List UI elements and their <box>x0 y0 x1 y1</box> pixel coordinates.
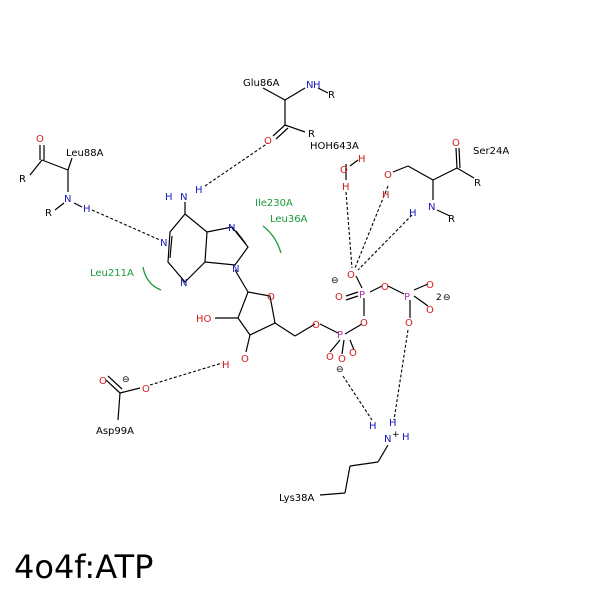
leu88-n: N <box>64 194 71 205</box>
adenine-n1: N <box>160 238 167 249</box>
alpha-o-right: O <box>349 348 357 359</box>
residue-bonds <box>29 87 475 496</box>
asp99-o-minus: O <box>142 384 150 395</box>
asp99-minus-charge: ⊖ <box>122 375 130 385</box>
hoh-o: O <box>340 165 348 176</box>
hoh-h-bottom: H <box>342 182 350 193</box>
lys38-plus-charge: + <box>392 430 400 440</box>
ser24-r-c: R <box>474 178 481 189</box>
alpha-beta-bridge-o: O <box>360 318 368 329</box>
leu88-o: O <box>36 134 44 145</box>
hoh643-label: HOH643A <box>310 141 359 152</box>
gamma-phosphorus: P <box>404 292 410 303</box>
imidazole-n9: N <box>232 264 239 275</box>
hydrogen-bonds <box>91 142 413 421</box>
imidazole-n7: N <box>228 223 235 234</box>
ser24-o: O <box>452 138 460 149</box>
structure-caption: 4o4f:ATP <box>14 548 154 586</box>
hoh-h-top: H <box>358 154 366 165</box>
ser24-og-h: H <box>382 190 390 201</box>
lys38-h-left: H <box>369 421 377 432</box>
alpha-minus-charge: ⊖ <box>336 365 344 375</box>
leu211-arc <box>142 266 162 291</box>
glu86-r-n: R <box>328 90 335 101</box>
ribose-h3: H <box>222 360 230 371</box>
glu86-nh: H <box>313 80 321 91</box>
alpha-phosphorus: P <box>337 330 343 341</box>
amino-h-left: H <box>165 192 173 203</box>
asp99-o-double: O <box>99 376 107 387</box>
o5-prime: O <box>312 320 320 331</box>
lys38-label: Lys38A <box>279 493 315 504</box>
beta-o-minus: O <box>347 270 355 281</box>
ribose-o3: O <box>241 354 249 365</box>
ser24-r-n: R <box>448 214 455 225</box>
leu88-label: Leu88A <box>66 148 104 159</box>
ile230-label: Ile230A <box>255 198 293 209</box>
ribose-ho: HO <box>196 314 212 325</box>
ligand-bonds <box>167 202 429 355</box>
lys38-h-top: H <box>389 418 397 429</box>
leu36-label: Leu36A <box>270 214 308 225</box>
leu88-r-n: R <box>45 208 52 219</box>
ligand-atoms: N H H N N N N O HO O H O P O O O O P O O… <box>160 185 451 375</box>
glu86-o: O <box>264 136 272 147</box>
ser24-label: Ser24A <box>473 146 509 157</box>
asp99-label: Asp99A <box>96 426 134 437</box>
ribose-ring-o: O <box>267 292 275 303</box>
gamma-o-bottom: O <box>426 305 434 316</box>
beta-gamma-bridge-o: O <box>381 282 389 293</box>
residue-atoms: Glu86A N H R O R Leu88A O R N H R HOH643… <box>19 78 509 504</box>
glu86-label: Glu86A <box>243 78 280 89</box>
leu88-nh: H <box>83 204 91 215</box>
gamma-o-lower: O <box>405 318 413 329</box>
beta-phosphorus: P <box>359 290 365 301</box>
adenine-n3: N <box>180 278 187 289</box>
beta-o-double: O <box>335 292 343 303</box>
alpha-o-left: O <box>326 352 334 363</box>
ser24-og: O <box>384 170 392 181</box>
beta-minus-charge: ⊖ <box>331 276 339 286</box>
hydrophobic-contacts <box>142 225 282 291</box>
ser24-nh: H <box>409 208 417 219</box>
glu86-r-c: R <box>308 129 315 140</box>
amino-n: N <box>180 192 187 203</box>
ser24-n: N <box>428 202 435 213</box>
lys38-h-right: H <box>402 432 410 443</box>
gamma-o-top: O <box>426 280 434 291</box>
glu86-n: N <box>306 80 313 91</box>
amino-h-right: H <box>195 185 203 196</box>
gamma-minus-charge: ⊖ <box>443 293 451 303</box>
leu211-label: Leu211A <box>90 268 134 279</box>
lys38-nz: N <box>384 434 391 445</box>
ile230-leu36-arc <box>262 225 282 254</box>
gamma-charge-count: 2 <box>436 293 442 303</box>
alpha-o-minus: O <box>338 354 346 365</box>
leu88-r-c: R <box>19 174 26 185</box>
